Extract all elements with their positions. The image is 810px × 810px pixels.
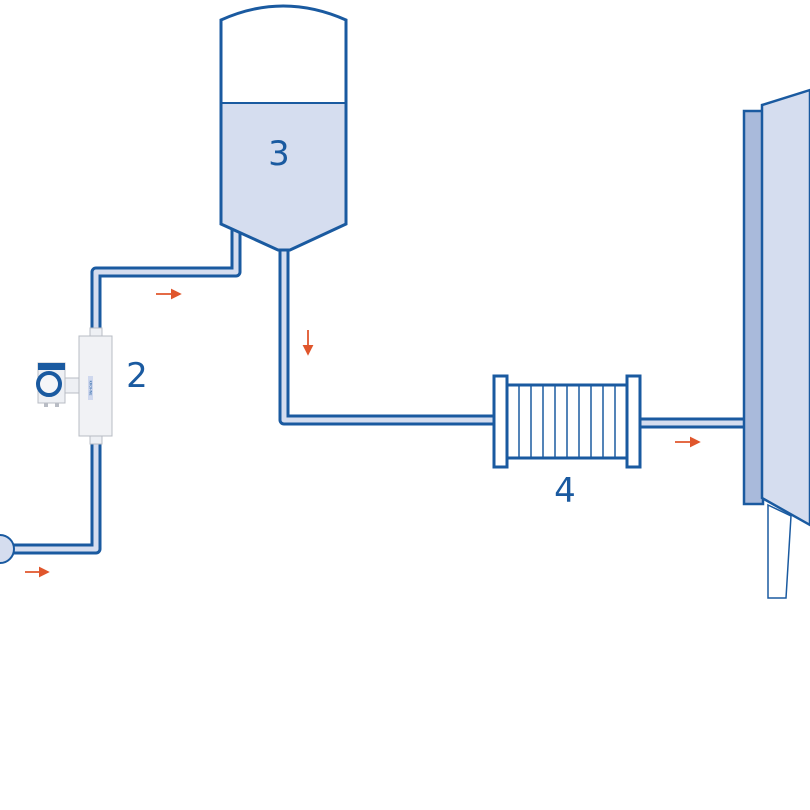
flow-arrows — [25, 288, 701, 578]
exchanger-label: 4 — [554, 471, 576, 511]
tank: 3 — [219, 4, 348, 252]
pump-icon — [0, 534, 15, 564]
pipe-meter-to-tank — [90, 228, 242, 336]
meter-label: 2 — [126, 356, 148, 396]
tank-label: 3 — [268, 134, 290, 174]
transmitter-display-icon — [36, 371, 62, 397]
pipe-tank-outlet — [278, 245, 495, 426]
heat-exchanger — [492, 374, 642, 469]
pipe-inlet — [0, 436, 102, 555]
pipes — [0, 228, 746, 555]
meter-brand-label: KROHNE — [88, 381, 92, 396]
flow-meter: KROHNE 2 — [36, 327, 148, 445]
vessel — [742, 88, 810, 599]
